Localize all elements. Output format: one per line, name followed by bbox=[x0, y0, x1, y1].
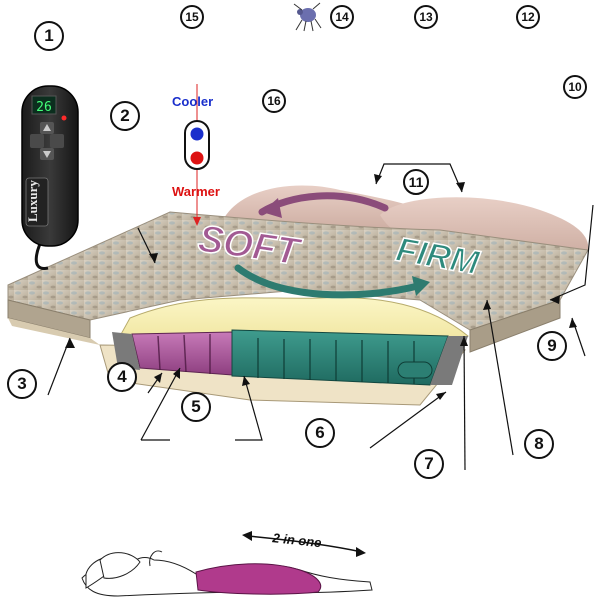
callout-13: 13 bbox=[414, 5, 438, 29]
callout-7: 7 bbox=[414, 449, 444, 479]
remote-display: 26 bbox=[36, 100, 52, 115]
callout-14: 14 bbox=[330, 5, 354, 29]
firmness-arrows bbox=[234, 192, 430, 299]
mattress-top bbox=[7, 211, 589, 353]
callout-1: 1 bbox=[34, 21, 64, 51]
callout-10: 10 bbox=[563, 75, 587, 99]
remote-control: 26 Luxury bbox=[21, 85, 79, 270]
callout-4: 4 bbox=[107, 362, 137, 392]
callout-3: 3 bbox=[7, 369, 37, 399]
two-in-one-arrow bbox=[242, 531, 366, 557]
callout-9: 9 bbox=[537, 331, 567, 361]
leader-arrowheads bbox=[65, 174, 577, 400]
callout-12: 12 bbox=[516, 5, 540, 29]
warmer-label: Warmer bbox=[172, 184, 220, 199]
warmer-dot bbox=[190, 151, 204, 165]
callout-11: 11 bbox=[403, 169, 429, 195]
callout-6: 6 bbox=[305, 418, 335, 448]
callout-8: 8 bbox=[524, 429, 554, 459]
dust-mite-icon bbox=[293, 2, 322, 32]
cooler-dot bbox=[190, 127, 204, 141]
callout-2: 2 bbox=[110, 101, 140, 131]
two-in-one-caption: 2 in one bbox=[271, 530, 322, 550]
callout-5: 5 bbox=[181, 392, 211, 422]
callout-15: 15 bbox=[180, 5, 204, 29]
cross-section bbox=[99, 297, 469, 406]
callout-16: 16 bbox=[262, 89, 286, 113]
temperature-control bbox=[184, 84, 210, 226]
remote-brand: Luxury bbox=[25, 180, 40, 222]
cooler-label: Cooler bbox=[172, 94, 213, 109]
sleeping-woman-illustration bbox=[81, 550, 373, 597]
